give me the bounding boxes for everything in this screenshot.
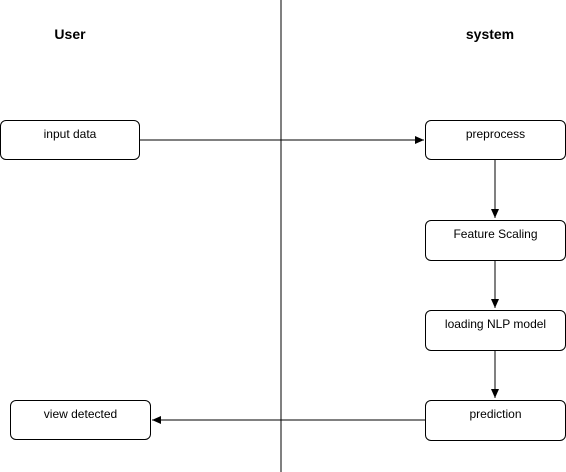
- node-prediction[interactable]: prediction: [425, 400, 566, 441]
- node-loading-nlp-model[interactable]: loading NLP model: [425, 310, 566, 351]
- node-preprocess[interactable]: preprocess: [425, 120, 566, 160]
- lane-title-system: system: [465, 26, 515, 42]
- node-feature-scaling[interactable]: Feature Scaling: [425, 220, 566, 261]
- node-view-detected[interactable]: view detected: [10, 400, 151, 440]
- node-input-data[interactable]: input data: [0, 120, 140, 160]
- lane-title-user: User: [54, 26, 86, 42]
